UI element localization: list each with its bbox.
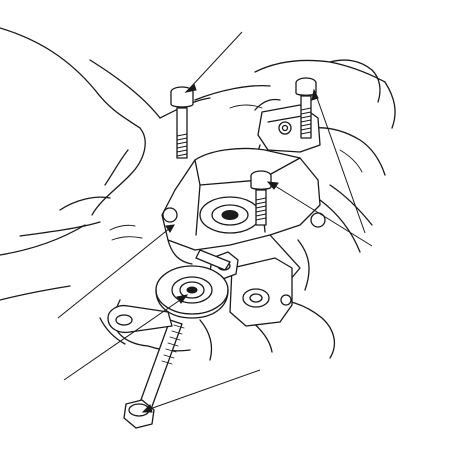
upper-left-bolt [170, 86, 194, 159]
leader-upper-left-bolt [189, 31, 243, 89]
center-bolt [250, 170, 272, 226]
large-washer [155, 265, 229, 319]
chassis-outline [0, 27, 396, 361]
engine-mount-body [161, 147, 326, 281]
arrow-icon [311, 88, 319, 101]
arrow-icon [141, 404, 153, 413]
upper-right-bolt [295, 77, 317, 139]
arrow-icon [266, 181, 279, 190]
arrow-icon [176, 294, 189, 304]
leader-mount-body [57, 227, 171, 319]
lower-bracket [229, 257, 293, 327]
leader-lines [57, 31, 373, 413]
lower-bolt [123, 319, 185, 429]
arrow-icon [165, 224, 175, 233]
lower-link [107, 304, 173, 334]
arrow-icon [184, 83, 197, 93]
leader-upper-right-bolt [315, 94, 366, 234]
leader-lower-bolt [146, 369, 261, 411]
leader-washer [63, 297, 184, 381]
leader-center-bolt [271, 183, 373, 247]
through-shaft [195, 249, 231, 271]
